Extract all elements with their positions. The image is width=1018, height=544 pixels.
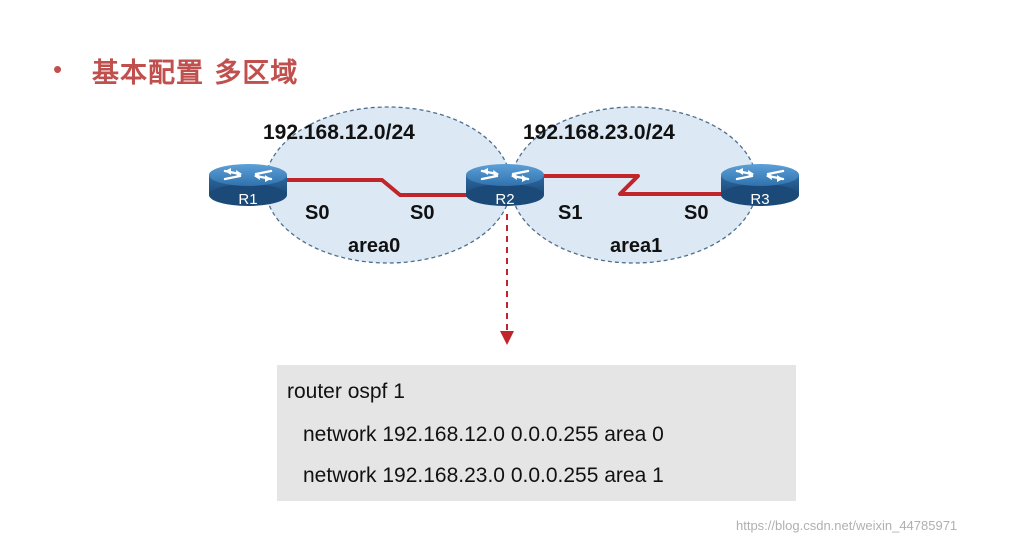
blog-watermark: https://blog.csdn.net/weixin_44785971 [736, 518, 958, 533]
slide-title: 基本配置 多区域 [92, 58, 299, 89]
router-r3-label: R3 [750, 191, 769, 208]
interface-label-r2-s0: S0 [410, 202, 434, 224]
area-label-area1: area1 [610, 235, 662, 257]
config-line-network-area0: network 192.168.12.0 0.0.0.255 area 0 [303, 423, 664, 446]
router-r1-label: R1 [238, 191, 257, 208]
config-callout-arrowhead [500, 331, 514, 345]
router-r1-icon[interactable]: R1 [207, 162, 289, 208]
title-bullet: • [53, 54, 63, 84]
interface-label-r2-s1: S1 [558, 202, 582, 224]
config-line-router-ospf: router ospf 1 [287, 380, 405, 403]
area-label-area0: area0 [348, 235, 400, 257]
serial-link-r2-r3 [540, 174, 725, 196]
network-label-left: 192.168.12.0/24 [263, 121, 415, 144]
network-label-right: 192.168.23.0/24 [523, 121, 675, 144]
serial-link-r1-r2 [283, 178, 470, 197]
router-r2-icon[interactable]: R2 [464, 162, 546, 208]
router-r2-label: R2 [495, 191, 514, 208]
interface-label-r1-s0: S0 [305, 202, 329, 224]
interface-label-r3-s0: S0 [684, 202, 708, 224]
ospf-config-box: router ospf 1 network 192.168.12.0 0.0.0… [277, 365, 796, 501]
config-line-network-area1: network 192.168.23.0 0.0.0.255 area 1 [303, 464, 664, 487]
router-r3-icon[interactable]: R3 [719, 162, 801, 208]
